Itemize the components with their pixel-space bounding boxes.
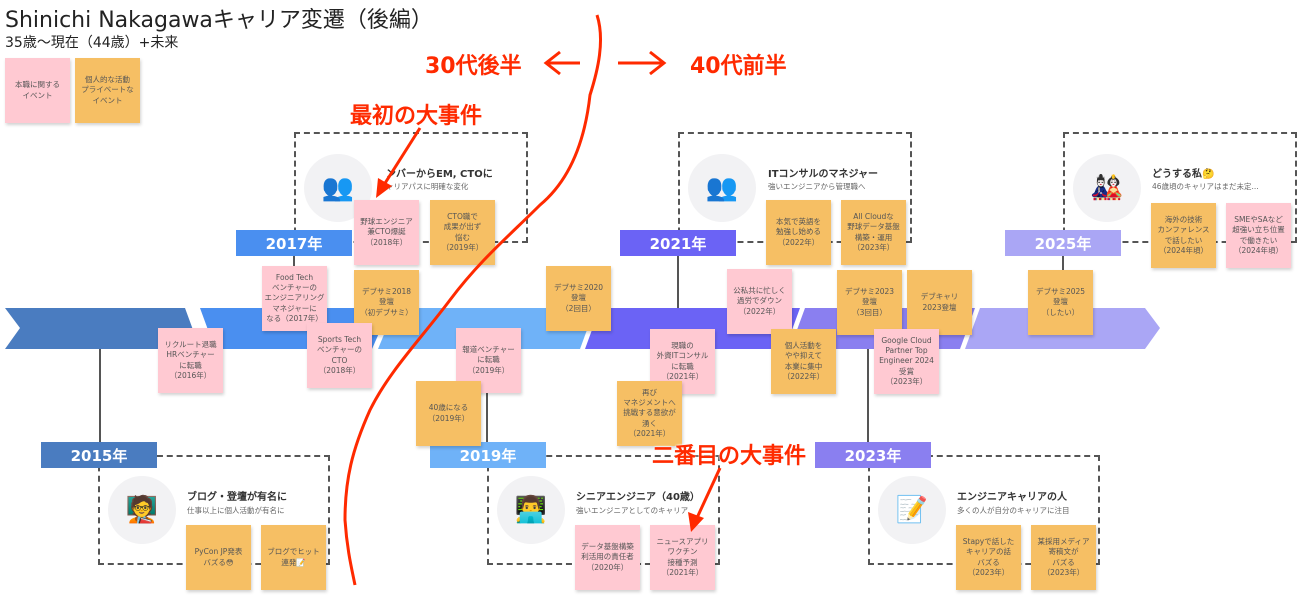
samurai-lord-icon: 🎎	[1073, 154, 1141, 222]
annotation-late-30s: 30代後半	[425, 54, 522, 79]
year-label-2017: 2017年	[236, 230, 352, 256]
page-subtitle: 35歳〜現在（44歳）+未来	[5, 35, 179, 51]
sticky-note: 海外の技術 カンファレンス で話したい （2024年頃）	[1151, 203, 1216, 268]
engineer-laptop-icon: 👨‍💻	[497, 476, 565, 544]
connector-2023	[867, 349, 869, 442]
sticky-note: デブサミ2025 登壇 （したい）	[1028, 270, 1093, 335]
phase-heading-2015: ブログ・登壇が有名に	[187, 492, 287, 503]
speaker-person-icon: 🧑‍🏫	[108, 476, 176, 544]
sticky-note: PyCon JP発表 バズる😳	[186, 525, 251, 590]
sticky-note: 再び マネジメントへ 挑戦する意欲が 湧く （2021年）	[617, 381, 682, 446]
sticky-note: デブサミ2020 登壇 （2回目）	[546, 266, 611, 331]
year-label-2015: 2015年	[41, 442, 157, 468]
sticky-note: 某採用メディア 寄稿文が バズる （2023年）	[1031, 525, 1096, 590]
year-label-2023: 2023年	[815, 442, 931, 468]
legend-work-event: 本職に関する イベント	[5, 58, 70, 123]
timeline-band-2015	[5, 308, 200, 349]
phase-sub-2017: ャリアパスに明確な変化	[386, 182, 469, 191]
sticky-note: All Cloudな 野球データ基盤 構築・運用 （2023年）	[841, 200, 906, 265]
sticky-note: 野球エンジニア 兼CTO爆誕 （2018年）	[354, 200, 419, 265]
annotation-early-40s: 40代前半	[690, 54, 787, 79]
sticky-note: データ基盤構築 利活用の責任者 （2020年）	[575, 525, 640, 590]
phase-heading-2023: エンジニアキャリアの人	[957, 492, 1067, 503]
legend-personal-event: 個人的な活動 プライベートな イベント	[75, 58, 140, 123]
phase-sub-2021: 強いエンジニアから管理職へ	[768, 182, 866, 191]
sticky-note: Food Tech ベンチャーの エンジニアリング マネジャーに なる（2017…	[262, 266, 327, 331]
sticky-note: 公私共に忙しく 過労でダウン （2022年）	[727, 269, 792, 334]
sticky-note: デブサミ2023 登壇 （3回目）	[837, 270, 902, 335]
phase-heading-2017: ンバーからEM, CTOに	[386, 169, 493, 180]
connector-2015	[99, 349, 101, 442]
phase-sub-2019: 強いエンジニアとしてのキャリア	[576, 506, 689, 515]
sticky-note: 本気で英語を 勉強し始める （2022年）	[766, 200, 831, 265]
team-leader-icon: 👥	[688, 154, 756, 222]
sticky-note: 40歳になる （2019年）	[416, 381, 481, 446]
year-label-2025: 2025年	[1005, 230, 1121, 256]
annotation-second-incident: 二番目の大事件	[652, 444, 807, 469]
connector-2021	[677, 256, 679, 308]
phase-heading-2025: どうする私🤔	[1152, 169, 1215, 180]
phase-heading-2021: ITコンサルのマネジャー	[768, 169, 879, 180]
phase-heading-2019: シニアエンジニア（40歳）	[576, 492, 700, 503]
sticky-note: 現職の 外資ITコンサル に転職 （2021年）	[650, 329, 715, 394]
sticky-note: ブログでヒット 連発📝	[261, 525, 326, 590]
phase-sub-2023: 多くの人が自分のキャリアに注目	[957, 506, 1070, 515]
sticky-note: Stapyで話した キャリアの話 バズる （2023年）	[956, 525, 1021, 590]
sticky-note: SMEやSAなど 超強い立ち位置 で働きたい （2024年頃）	[1226, 203, 1291, 268]
sticky-note: Sports Tech ベンチャーの CTO （2018年）	[307, 323, 372, 388]
phase-sub-2025: 46歳頃のキャリアはまだ未定...	[1152, 182, 1259, 191]
sticky-note: ニュースアプリ ワクチン 接種予測 （2021年）	[650, 525, 715, 590]
sticky-note: デブキャリ 2023登壇	[907, 270, 972, 335]
annotation-first-incident: 最初の大事件	[350, 104, 483, 129]
sticky-note: CTO職で 成果が出ず 悩む （2019年）	[430, 200, 495, 265]
writing-person-icon: 📝	[878, 476, 946, 544]
sticky-note: 個人活動を やや抑えて 本業に集中 （2022年）	[771, 329, 836, 394]
sticky-note: リクルート退職 HRベンチャー に転職 （2016年）	[158, 328, 223, 393]
phase-sub-2015: 仕事以上に個人活動が有名に	[187, 506, 285, 515]
sticky-note: Google Cloud Partner Top Engineer 2024 受…	[874, 329, 939, 394]
year-label-2021: 2021年	[620, 230, 736, 256]
